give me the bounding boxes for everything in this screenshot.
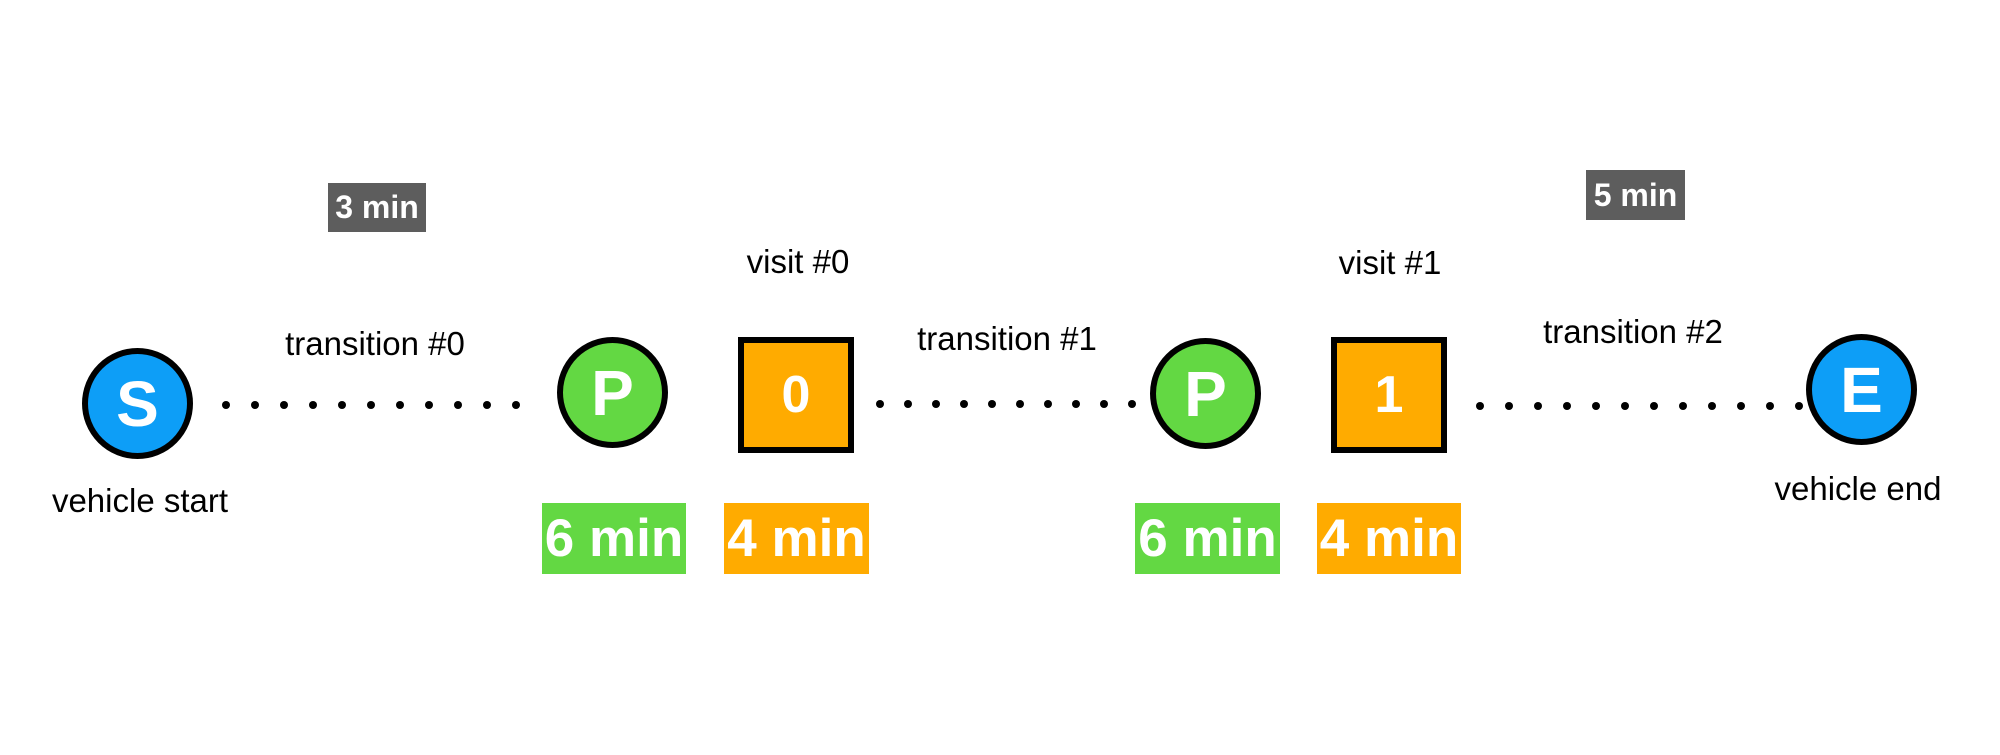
vehicle-end-label: vehicle end	[1774, 470, 1942, 507]
visit-0-label: visit #0	[746, 243, 850, 280]
transition-1-label: transition #1	[917, 320, 1097, 357]
visit-1-label: visit #1	[1338, 244, 1442, 281]
visit-0-id: 0	[781, 366, 811, 424]
vehicle-start-label: vehicle start	[51, 482, 229, 519]
prep-0-duration: 6 min	[542, 503, 686, 574]
prep-node-1: P	[1150, 338, 1261, 449]
transition-0-duration: 3 min	[328, 183, 426, 232]
prep-1-duration: 6 min	[1135, 503, 1280, 574]
visit-node-0: 0	[738, 337, 854, 453]
end-letter: E	[1840, 353, 1883, 426]
prep-1-letter: P	[1184, 357, 1227, 430]
prep-0-letter: P	[591, 356, 634, 429]
prep-node-0: P	[557, 337, 668, 448]
transition-2-duration: 5 min	[1586, 170, 1685, 220]
start-letter: S	[116, 367, 159, 440]
vehicle-start-node: S	[82, 348, 193, 459]
visit-node-1: 1	[1331, 337, 1447, 453]
visit-0-duration: 4 min	[724, 503, 869, 574]
visit-1-id: 1	[1374, 366, 1404, 424]
transition-0-label: transition #0	[285, 325, 465, 362]
transition-2-label: transition #2	[1543, 313, 1723, 350]
visit-1-duration: 4 min	[1317, 503, 1461, 574]
vehicle-end-node: E	[1806, 334, 1917, 445]
